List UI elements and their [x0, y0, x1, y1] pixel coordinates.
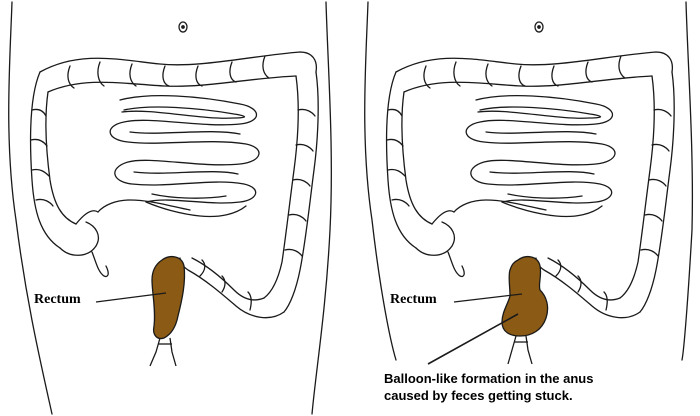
panel-normal: Rectum	[8, 1, 332, 415]
rectum-leader-line	[453, 293, 523, 303]
rectum-balloon	[501, 255, 549, 337]
balloon-caption: Balloon-like formation in the anus cause…	[384, 370, 694, 404]
rectum-label: Rectum	[34, 292, 81, 307]
torso-right-edge	[311, 1, 332, 415]
navel-icon	[534, 21, 544, 33]
rectum-leader-line	[95, 292, 167, 303]
navel-icon	[178, 21, 188, 33]
panel-balloon: Rectum	[350, 0, 700, 416]
caption-line-1: Balloon-like formation in the anus	[384, 371, 594, 386]
torso-left-edge	[8, 1, 53, 415]
rectum-normal	[151, 255, 186, 340]
balloon-leader-line	[427, 313, 519, 365]
colon-illustration-normal	[8, 1, 332, 415]
anal-canal	[507, 335, 533, 365]
caption-line-2: caused by feces getting stuck.	[384, 388, 573, 403]
colon-illustration-balloon	[364, 1, 694, 365]
rectum-label: Rectum	[390, 292, 437, 307]
anal-canal	[149, 337, 177, 367]
